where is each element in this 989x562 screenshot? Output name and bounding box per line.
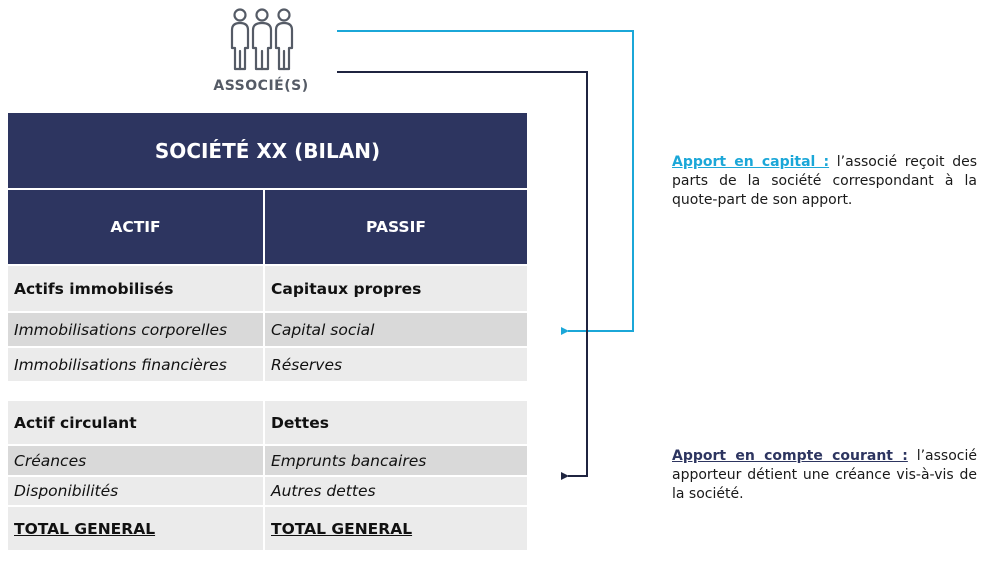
associes-label: ASSOCIÉ(S) <box>213 78 309 94</box>
apport-capital-keyword: Apport en capital : <box>672 154 830 170</box>
capital-arrow <box>337 30 634 335</box>
passif-row: Capital social <box>265 313 527 346</box>
apport-capital-note: Apport en capital : l’associé reçoit des… <box>672 153 977 210</box>
total-passif: TOTAL GENERAL <box>265 507 527 550</box>
bilan-title: SOCIÉTÉ XX (BILAN) <box>8 113 527 188</box>
apport-compte-courant-text: l’associé apporteur détient une créance … <box>672 448 977 502</box>
actif-section-title: Actif circulant <box>8 401 263 444</box>
three-people-icon <box>226 6 298 72</box>
actif-section-title: Actifs immobilisés <box>8 266 263 311</box>
actif-row: Créances <box>8 446 263 475</box>
apport-capital-text: l’associé reçoit des parts de la société… <box>672 154 977 208</box>
apport-compte-courant-note: Apport en compte courant : l’associé app… <box>672 447 977 504</box>
actif-row: Immobilisations corporelles <box>8 313 263 346</box>
passif-header: PASSIF <box>265 190 527 264</box>
total-actif: TOTAL GENERAL <box>8 507 263 550</box>
actif-row: Immobilisations financières <box>8 348 263 381</box>
actif-header: ACTIF <box>8 190 263 264</box>
passif-row: Réserves <box>265 348 527 381</box>
passif-section-title: Dettes <box>265 401 527 444</box>
compte-courant-arrow <box>337 71 588 480</box>
actif-row: Disponibilités <box>8 477 263 505</box>
passif-section-title: Capitaux propres <box>265 266 527 311</box>
apport-compte-courant-keyword: Apport en compte courant : <box>672 448 908 464</box>
passif-row: Emprunts bancaires <box>265 446 527 475</box>
passif-row: Autres dettes <box>265 477 527 505</box>
